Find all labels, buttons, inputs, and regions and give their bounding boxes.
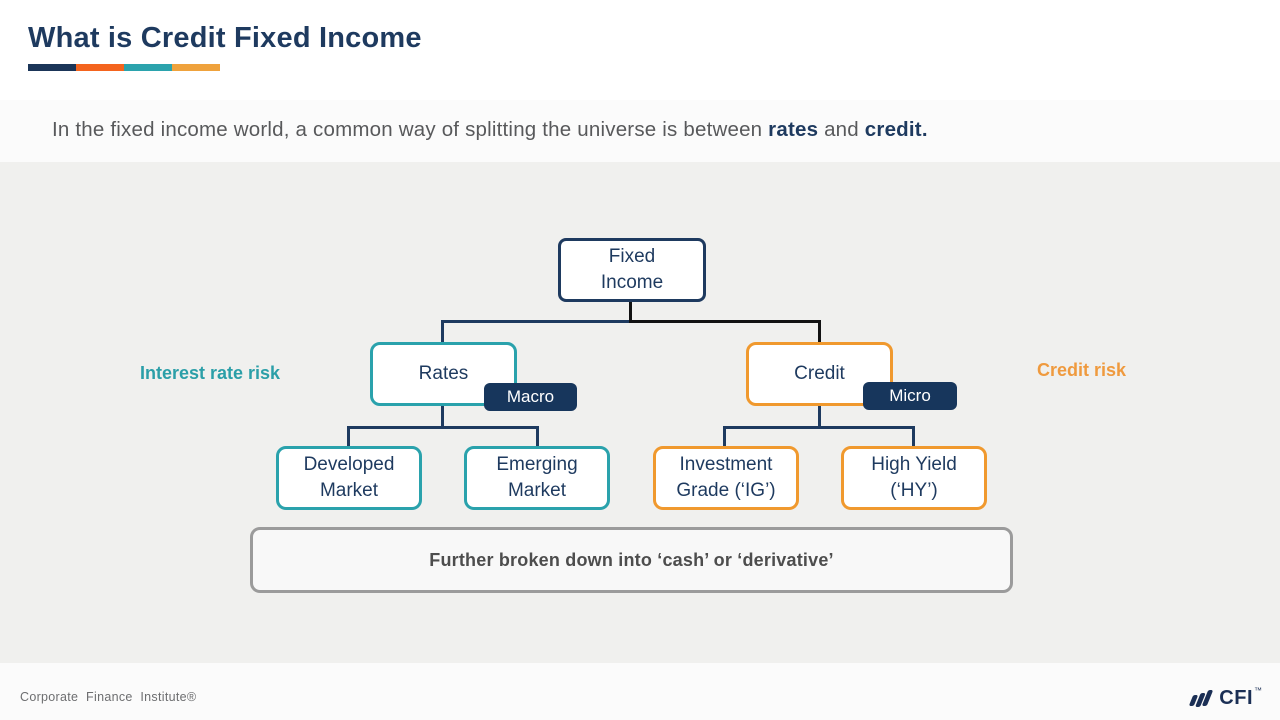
intro-band: In the fixed income world, a common way … bbox=[0, 100, 1280, 162]
intro-bold-rates: rates bbox=[768, 118, 819, 141]
label-credit-risk: Credit risk bbox=[1037, 360, 1127, 380]
intro-part2: and bbox=[818, 118, 865, 141]
note-cash-or-derivative: Further broken down into ‘cash’ or ‘deri… bbox=[250, 527, 1013, 593]
intro-text: In the fixed income world, a common way … bbox=[52, 118, 928, 142]
connector-stub-credit bbox=[818, 320, 821, 342]
connector-h-right bbox=[629, 320, 821, 323]
node-fixed-income: Fixed Income bbox=[558, 238, 706, 302]
connector-credit-stub bbox=[818, 404, 821, 428]
node-investment-grade: Investment Grade (‘IG’) bbox=[653, 446, 799, 510]
label-interest-rate-risk: Interest rate risk bbox=[139, 363, 281, 383]
node-high-yield: High Yield (‘HY’) bbox=[841, 446, 987, 510]
footer-company-name: Corporate Finance Institute® bbox=[20, 690, 197, 704]
connector-stub-developed bbox=[347, 426, 350, 446]
fixed-income-tree-diagram: Fixed Income Rates Credit Macro Micro In… bbox=[0, 162, 1280, 663]
connector-h-left bbox=[441, 320, 631, 323]
underline-segment-teal bbox=[124, 64, 172, 71]
trademark-symbol: ™ bbox=[1254, 686, 1262, 695]
cfi-logo-bars-icon bbox=[1189, 690, 1214, 706]
intro-part1: In the fixed income world, a common way … bbox=[52, 118, 769, 141]
connector-stub-emerging bbox=[536, 426, 539, 446]
footer: Corporate Finance Institute® CFI ™ bbox=[0, 663, 1280, 720]
underline-segment-navy bbox=[28, 64, 76, 71]
cfi-logo: CFI ™ bbox=[1189, 686, 1262, 709]
badge-macro: Macro bbox=[484, 383, 577, 411]
underline-segment-orange bbox=[76, 64, 124, 71]
badge-micro: Micro bbox=[863, 382, 957, 410]
underline-segment-amber bbox=[172, 64, 220, 71]
node-developed-market: Developed Market bbox=[276, 446, 422, 510]
cfi-logo-text: CFI bbox=[1219, 686, 1253, 709]
title-underline bbox=[28, 64, 220, 71]
connector-stub-high-yield bbox=[912, 426, 915, 446]
connector-stub-rates bbox=[441, 320, 444, 342]
connector-rates-stub bbox=[441, 404, 444, 428]
node-emerging-market: Emerging Market bbox=[464, 446, 610, 510]
connector-credit-h bbox=[723, 426, 915, 429]
connector-stub-investment-grade bbox=[723, 426, 726, 446]
connector-rates-h bbox=[347, 426, 539, 429]
page-title: What is Credit Fixed Income bbox=[28, 22, 422, 54]
intro-bold-credit: credit. bbox=[864, 118, 928, 141]
connector-root-stub bbox=[629, 302, 632, 323]
